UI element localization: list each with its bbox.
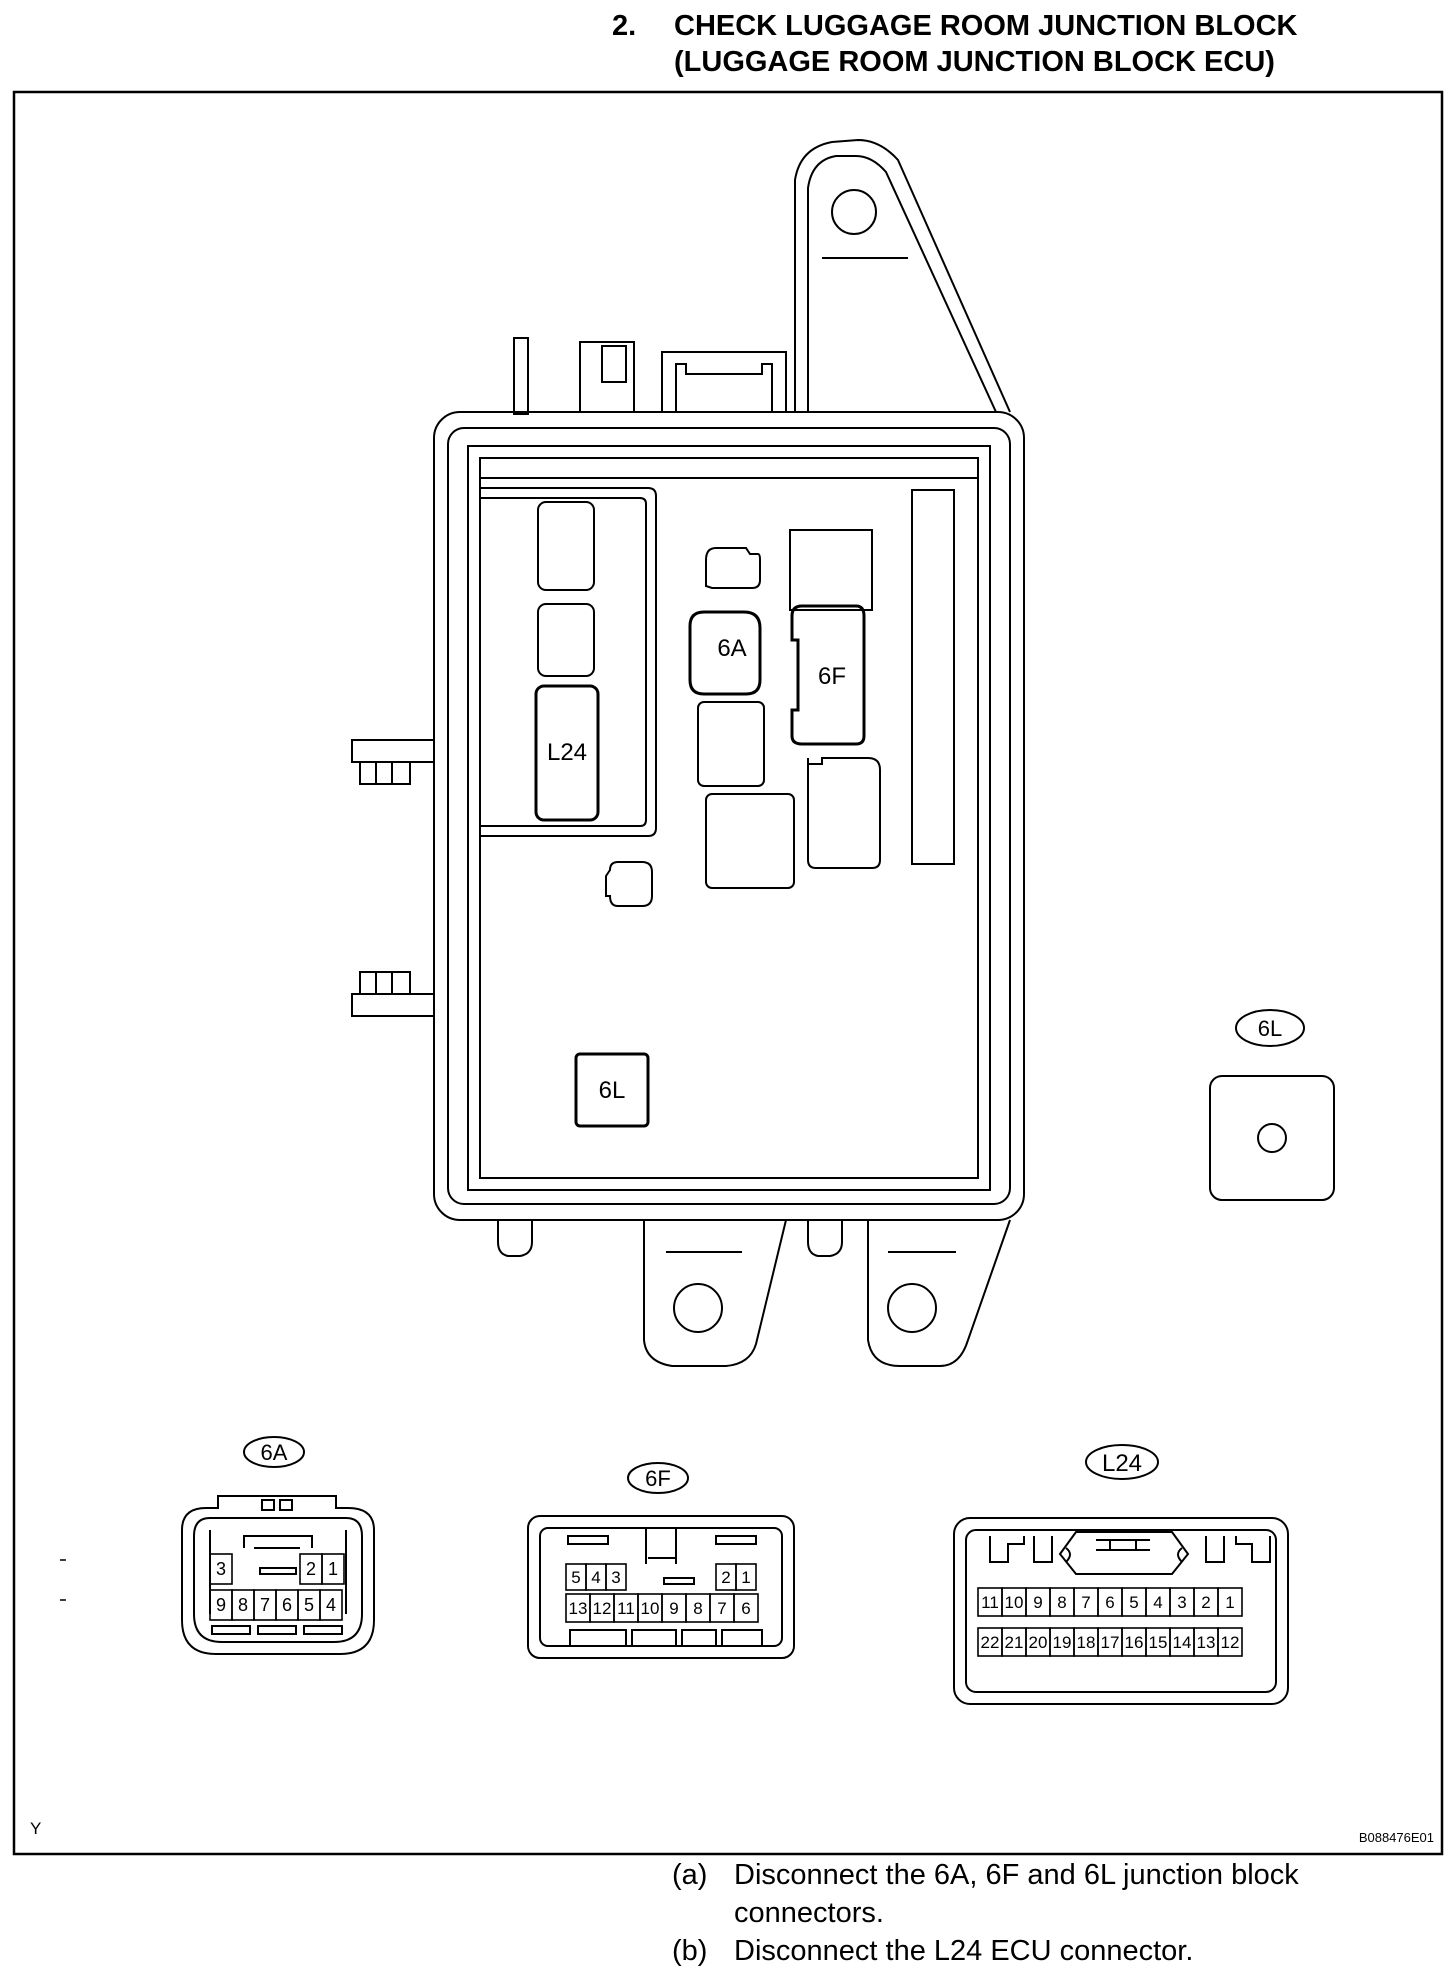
- block-label-6l: 6L: [599, 1077, 626, 1104]
- pin-number: 18: [1077, 1633, 1096, 1652]
- pin-number: 12: [593, 1599, 612, 1618]
- step-marker: (a): [672, 1859, 708, 1891]
- pin-cavity: [735, 1563, 757, 1591]
- heading-line-2: (LUGGAGE ROOM JUNCTION BLOCK ECU): [674, 46, 1275, 78]
- pin-number: 2: [1201, 1593, 1210, 1612]
- pin-cavity: [1217, 1627, 1243, 1657]
- pin-number: 22: [981, 1633, 1000, 1652]
- pin-number: 1: [1225, 1593, 1234, 1612]
- pin-number: 8: [238, 1595, 248, 1615]
- pin-cavity: [319, 1589, 343, 1621]
- pin-number: 7: [260, 1595, 270, 1615]
- pin-number: 2: [721, 1568, 730, 1587]
- pin-number: 4: [591, 1568, 600, 1587]
- pin-number: 7: [1081, 1593, 1090, 1612]
- connector-l24-label: L24: [1102, 1450, 1142, 1477]
- corner-mark: Y: [30, 1819, 41, 1838]
- 6l-side-view: 6L: [1209, 1009, 1335, 1201]
- step-text: Disconnect the 6A, 6F and 6L junction bl…: [734, 1859, 1299, 1891]
- 6l-side-view-label: 6L: [1258, 1016, 1282, 1041]
- connector-6a: 6A: [181, 1436, 375, 1655]
- pin-number: 5: [304, 1595, 314, 1615]
- 6a-socket: [688, 610, 762, 696]
- pin-number: 1: [328, 1559, 338, 1579]
- connector-l24: L24: [953, 1444, 1289, 1705]
- pin-number: 16: [1125, 1633, 1144, 1652]
- pin-number: 6: [1105, 1593, 1114, 1612]
- pin-number: 9: [216, 1595, 226, 1615]
- figure-frame: [12, 90, 1444, 1856]
- pin-number: 10: [1005, 1593, 1024, 1612]
- block-label-6a: 6A: [717, 635, 746, 662]
- pin-number: 13: [1197, 1633, 1216, 1652]
- pin-number: 14: [1173, 1633, 1192, 1652]
- pin-number: 9: [669, 1599, 678, 1618]
- pin-cavity: [733, 1593, 759, 1623]
- pin-number: 5: [1129, 1593, 1138, 1612]
- junction-block: [351, 138, 1025, 1367]
- pin-number: 8: [693, 1599, 702, 1618]
- pin-number: 12: [1221, 1633, 1240, 1652]
- connector-6a-label: 6A: [261, 1440, 288, 1465]
- pin-cavity: [209, 1553, 233, 1585]
- pin-number: 11: [981, 1593, 999, 1612]
- 6f-socket: [790, 604, 866, 746]
- pin-number: 13: [569, 1599, 588, 1618]
- step-text: connectors.: [734, 1897, 884, 1929]
- pin-number: 19: [1053, 1633, 1072, 1652]
- pin-number: 4: [326, 1595, 336, 1615]
- pin-number: 9: [1033, 1593, 1042, 1612]
- pin-number: 3: [1177, 1593, 1186, 1612]
- pin-number: 8: [1057, 1593, 1066, 1612]
- connector-6f: 6F: [527, 1462, 795, 1659]
- step-number: 2.: [612, 10, 637, 42]
- pin-number: 4: [1153, 1593, 1162, 1612]
- pin-number: 5: [571, 1568, 580, 1587]
- pin-number: 7: [717, 1599, 726, 1618]
- connector-6f-label: 6F: [645, 1466, 671, 1491]
- pin-cavity: [1217, 1587, 1243, 1617]
- pin-number: 15: [1149, 1633, 1168, 1652]
- pin-cavity: [605, 1563, 627, 1591]
- pin-number: 11: [617, 1599, 635, 1618]
- pin-number: 2: [306, 1559, 316, 1579]
- pin-number: 17: [1101, 1633, 1120, 1652]
- block-label-l24: L24: [547, 739, 587, 766]
- step-text: Disconnect the L24 ECU connector.: [734, 1935, 1194, 1967]
- heading-line-1: CHECK LUGGAGE ROOM JUNCTION BLOCK: [674, 10, 1298, 42]
- block-label-6f: 6F: [818, 663, 846, 690]
- pin-number: 3: [611, 1568, 620, 1587]
- pin-number: 3: [216, 1559, 226, 1579]
- pin-number: 21: [1005, 1633, 1024, 1652]
- 6l-socket: [574, 1052, 650, 1128]
- l24-socket: [534, 684, 600, 822]
- pin-number: 6: [741, 1599, 750, 1618]
- step-marker: (b): [672, 1935, 708, 1967]
- pin-number: 6: [282, 1595, 292, 1615]
- pin-number: 20: [1029, 1633, 1048, 1652]
- pin-number: 1: [741, 1568, 750, 1587]
- figure-code: B088476E01: [1359, 1830, 1434, 1845]
- pin-cavity: [321, 1553, 345, 1585]
- pin-number: 10: [641, 1599, 660, 1618]
